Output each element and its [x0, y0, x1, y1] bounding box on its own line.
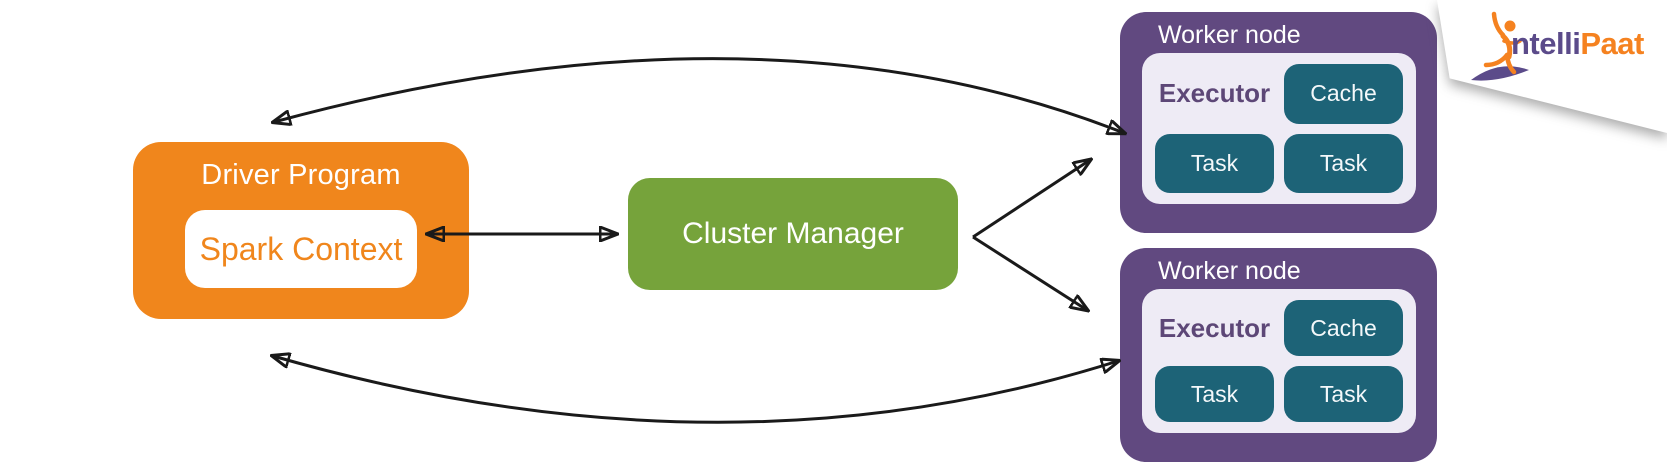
cache-chip: Cache: [1284, 64, 1403, 124]
cluster-manager-box: Cluster Manager: [628, 178, 958, 290]
arrow-worker2-driver-curve: [273, 356, 1118, 424]
worker-node-2-title: Worker node: [1158, 257, 1301, 285]
worker-node-1-title: Worker node: [1158, 21, 1301, 49]
logo-text-paat: Paat: [1580, 26, 1644, 61]
worker-node-1: Worker node Executor Cache Task Task: [1120, 12, 1437, 233]
task-chip: Task: [1155, 133, 1274, 193]
logo-ribbon: ntelliPaat: [1437, 0, 1667, 133]
logo-wordmark: ntelliPaat: [1511, 26, 1644, 62]
arrow-cluster-worker1: [972, 160, 1090, 239]
worker-node-2: Worker node Executor Cache Task Task: [1120, 248, 1437, 462]
worker-node-1-executor-panel: Executor Cache Task Task: [1142, 53, 1416, 204]
task-chip: Task: [1284, 366, 1403, 422]
executor-label: Executor: [1158, 312, 1271, 343]
task-chip: Task: [1155, 366, 1274, 422]
driver-program-box: Driver Program Spark Context: [133, 142, 469, 319]
arrow-cluster-worker2: [972, 235, 1087, 310]
logo-figure-icon: [1471, 11, 1529, 81]
arrow-worker1-driver-curve: [274, 57, 1124, 133]
cache-chip: Cache: [1284, 300, 1403, 356]
driver-program-title: Driver Program: [201, 159, 401, 191]
intellipaat-logo: ntelliPaat: [1437, 0, 1667, 140]
logo-text-ntelli: ntelli: [1511, 26, 1581, 61]
task-chip: Task: [1284, 133, 1403, 193]
cluster-manager-label: Cluster Manager: [682, 217, 904, 250]
spark-context-box: Spark Context: [185, 210, 417, 288]
executor-label: Executor: [1158, 78, 1271, 109]
spark-context-label: Spark Context: [199, 230, 403, 267]
worker-node-2-executor-panel: Executor Cache Task Task: [1142, 289, 1416, 433]
